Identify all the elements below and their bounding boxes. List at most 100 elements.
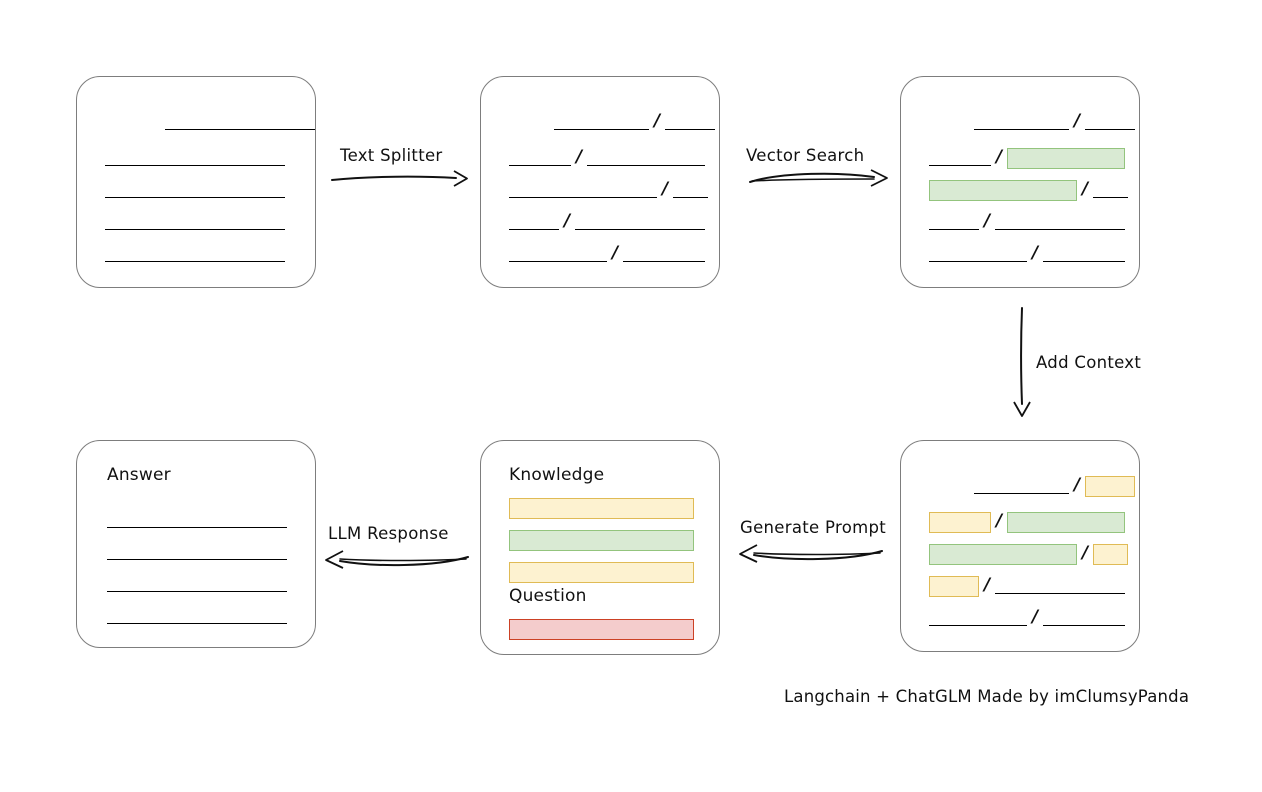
document-line: / xyxy=(901,111,1139,133)
split-separator: / xyxy=(996,511,1003,531)
text-line-segment xyxy=(929,214,979,230)
matched-chunk-green xyxy=(1007,147,1126,169)
context-document-box[interactable]: / / / / / xyxy=(900,440,1140,652)
document-line: / xyxy=(901,475,1139,497)
knowledge-chunk-yellow xyxy=(509,561,694,583)
arrow-label-vector-search: Vector Search xyxy=(746,146,865,165)
document-line xyxy=(77,211,315,233)
document-line xyxy=(77,111,315,133)
split-separator: / xyxy=(1032,243,1039,263)
text-line-segment xyxy=(575,214,706,230)
text-line-segment xyxy=(587,150,706,166)
split-separator: / xyxy=(564,211,571,231)
context-chunk-yellow xyxy=(1093,543,1129,565)
document-line: / xyxy=(481,179,719,201)
generate-prompt-arrow xyxy=(739,544,883,563)
vector-matched-document-box[interactable]: / / / / / xyxy=(900,76,1140,288)
split-separator: / xyxy=(662,179,669,199)
text-line-segment xyxy=(623,246,706,262)
document-line: / xyxy=(481,111,719,133)
text-line-segment xyxy=(509,182,657,198)
text-line-segment xyxy=(509,246,607,262)
context-chunk-yellow xyxy=(929,575,979,597)
text-line-segment xyxy=(107,608,287,624)
text-line-segment xyxy=(974,478,1069,494)
split-separator: / xyxy=(654,111,661,131)
knowledge-bar-row xyxy=(481,497,719,519)
text-line-segment xyxy=(105,182,285,198)
document-line: / xyxy=(901,575,1139,597)
document-line: / xyxy=(901,511,1139,533)
text-line-segment xyxy=(107,544,287,560)
text-splitter-arrow xyxy=(331,170,468,187)
question-heading: Question xyxy=(509,586,587,606)
split-separator: / xyxy=(1074,475,1081,495)
answer-line xyxy=(77,509,315,531)
split-separator: / xyxy=(612,243,619,263)
text-line-segment xyxy=(995,214,1126,230)
question-bar-row xyxy=(481,618,719,640)
answer-line xyxy=(77,541,315,563)
arrow-label-generate-prompt: Generate Prompt xyxy=(740,518,886,537)
document-line xyxy=(77,179,315,201)
document-line: / xyxy=(901,211,1139,233)
knowledge-bar-row xyxy=(481,561,719,583)
text-line-segment xyxy=(105,150,285,166)
text-line-segment xyxy=(107,576,287,592)
arrow-label-add-context: Add Context xyxy=(1036,353,1142,372)
document-line: / xyxy=(901,543,1139,565)
text-line-segment xyxy=(1085,114,1136,130)
add-context-arrow xyxy=(1013,307,1031,417)
document-line xyxy=(77,147,315,169)
answer-line xyxy=(77,605,315,627)
arrow-label-text-splitter: Text Splitter xyxy=(340,146,443,165)
text-line-segment xyxy=(107,512,287,528)
knowledge-chunk-green xyxy=(509,529,694,551)
split-separator: / xyxy=(1074,111,1081,131)
split-separator: / xyxy=(996,147,1003,167)
text-line-segment xyxy=(995,578,1126,594)
text-line-segment xyxy=(105,246,285,262)
document-line: / xyxy=(901,243,1139,265)
text-line-segment xyxy=(929,610,1027,626)
text-line-segment xyxy=(665,114,716,130)
text-line-segment xyxy=(1043,246,1126,262)
matched-chunk-green xyxy=(1007,511,1126,533)
matched-chunk-green xyxy=(929,543,1077,565)
vector-search-arrow xyxy=(749,169,888,187)
split-separator: / xyxy=(984,575,991,595)
footer-credit: Langchain + ChatGLM Made by imClumsyPand… xyxy=(784,687,1190,706)
document-line: / xyxy=(481,211,719,233)
knowledge-bar-row xyxy=(481,529,719,551)
arrow-label-llm-response: LLM Response xyxy=(328,524,449,543)
source-document-box[interactable] xyxy=(76,76,316,288)
text-line-segment xyxy=(673,182,709,198)
split-document-box[interactable]: / / / / / xyxy=(480,76,720,288)
text-line-segment xyxy=(1093,182,1129,198)
split-separator: / xyxy=(1032,607,1039,627)
split-separator: / xyxy=(576,147,583,167)
document-line: / xyxy=(901,147,1139,169)
llm-response-arrow xyxy=(325,550,469,569)
question-chunk-red xyxy=(509,618,694,640)
context-chunk-yellow xyxy=(1085,475,1136,497)
document-line: / xyxy=(901,607,1139,629)
split-separator: / xyxy=(1082,179,1089,199)
text-line-segment xyxy=(974,114,1069,130)
text-line-segment xyxy=(929,246,1027,262)
knowledge-chunk-yellow xyxy=(509,497,694,519)
answer-line xyxy=(77,573,315,595)
matched-chunk-green xyxy=(929,179,1077,201)
prompt-box[interactable]: Knowledge Question xyxy=(480,440,720,655)
text-line-segment xyxy=(1043,610,1126,626)
text-line-segment xyxy=(105,214,285,230)
document-line xyxy=(77,243,315,265)
text-line-segment xyxy=(509,150,571,166)
text-line-segment xyxy=(509,214,559,230)
answer-box[interactable]: Answer xyxy=(76,440,316,648)
text-line-segment xyxy=(929,150,991,166)
split-separator: / xyxy=(984,211,991,231)
document-line: / xyxy=(481,243,719,265)
document-line: / xyxy=(901,179,1139,201)
